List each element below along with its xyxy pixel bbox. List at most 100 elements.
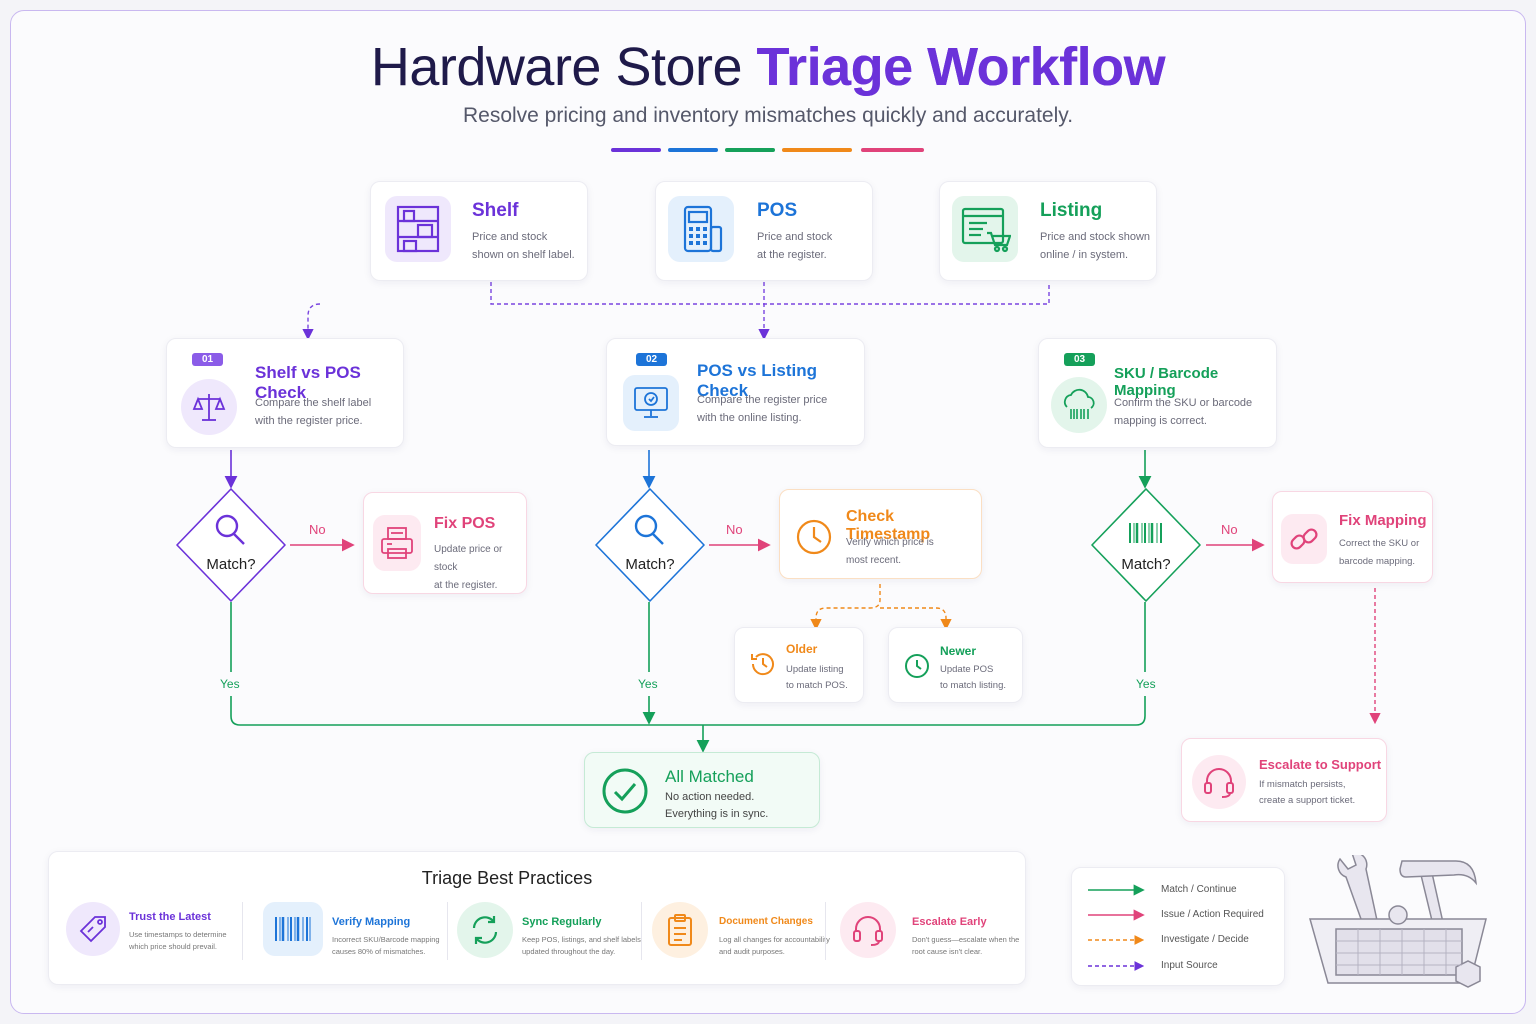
- decision-label: Match?: [625, 556, 675, 573]
- action-escalate-support[interactable]: Escalate to Support If mismatch persists…: [1181, 738, 1387, 822]
- practice-title: Trust the Latest: [129, 911, 211, 923]
- magnifier-icon: [634, 514, 664, 545]
- check-circle-icon: [602, 768, 648, 814]
- barcode-icon: [263, 902, 323, 956]
- history-icon: [747, 648, 779, 680]
- legend-panel: Match / Continue Issue / Action Required…: [1071, 867, 1285, 986]
- legend-label: Issue / Action Required: [1161, 909, 1264, 920]
- result-all-matched[interactable]: All Matched No action needed.Everything …: [584, 752, 820, 828]
- option-title: Older: [786, 642, 818, 656]
- edge-label-yes: Yes: [1136, 677, 1156, 691]
- tag-icon: [66, 902, 120, 956]
- headset-icon: [840, 902, 896, 958]
- edge-label-yes: Yes: [638, 677, 658, 691]
- practice-title: Document Changes: [719, 916, 813, 927]
- decision-match-2[interactable]: Match?: [594, 487, 706, 603]
- step-badge: 02: [636, 353, 668, 366]
- accent-bar-orange: [782, 148, 852, 152]
- decision-match-1[interactable]: Match?: [175, 487, 287, 603]
- action-title: Fix POS: [434, 515, 496, 532]
- legend-label: Investigate / Decide: [1161, 934, 1249, 945]
- edge-label-yes: Yes: [220, 677, 240, 691]
- register-printer-icon: [373, 515, 421, 571]
- divider: [447, 902, 448, 960]
- action-title: Fix Mapping: [1339, 512, 1427, 529]
- page-title: Hardware Store Triage Workflow: [370, 37, 1166, 97]
- action-desc: If mismatch persists,create a support ti…: [1259, 779, 1356, 806]
- headset-icon: [1192, 755, 1246, 809]
- scale-icon: [181, 379, 237, 435]
- source-title: Shelf: [472, 200, 519, 221]
- page-subtitle: Resolve pricing and inventory mismatches…: [462, 104, 1074, 127]
- monitor-icon: [623, 375, 679, 431]
- clock-icon: [789, 512, 839, 562]
- shelf-icon: [385, 196, 451, 262]
- practice-title: Escalate Early: [912, 916, 987, 928]
- result-desc: No action needed.Everything is in sync.: [665, 791, 769, 820]
- accent-bar-blue: [668, 148, 718, 152]
- check-card-sku-mapping[interactable]: 03 SKU / Barcode Mapping Confirm the SKU…: [1038, 338, 1277, 448]
- source-title: Listing: [1040, 200, 1103, 221]
- option-title: Newer: [940, 644, 977, 658]
- decision-match-3[interactable]: Match?: [1090, 487, 1202, 603]
- magnifier-icon: [215, 514, 245, 545]
- divider: [242, 902, 243, 960]
- edge-label-no: No: [726, 522, 743, 537]
- accent-bar-pink: [861, 148, 924, 152]
- legend-label: Match / Continue: [1161, 884, 1237, 895]
- pos-terminal-icon: [668, 196, 734, 262]
- action-title: Check Timestamp: [846, 508, 931, 543]
- divider: [641, 902, 642, 960]
- best-practices-title: Triage Best Practices: [421, 868, 593, 888]
- check-title: Shelf vs POS Check: [255, 363, 361, 402]
- online-listing-icon: [952, 196, 1018, 262]
- edge-label-no: No: [309, 522, 326, 537]
- legend-swatches: [1088, 884, 1145, 971]
- best-practices-panel: Triage Best Practices Trust the Latest U…: [48, 851, 1026, 985]
- link-icon: [1281, 514, 1327, 564]
- check-card-pos-vs-listing[interactable]: 02 POS vs Listing Check Compare the regi…: [606, 338, 865, 446]
- accent-bar-purple: [611, 148, 661, 152]
- practice-title: Sync Regularly: [522, 916, 602, 928]
- barcode-cloud-icon: [1051, 377, 1107, 433]
- sync-icon: [457, 902, 513, 958]
- check-title: SKU / Barcode Mapping: [1114, 365, 1219, 399]
- legend-label: Input Source: [1161, 960, 1218, 971]
- divider: [825, 902, 826, 960]
- source-title: POS: [757, 200, 798, 221]
- clipboard-icon: [652, 902, 708, 958]
- step-badge: 03: [1064, 353, 1096, 366]
- decision-label: Match?: [1121, 556, 1171, 573]
- accent-bar-green: [725, 148, 775, 152]
- barcode-icon: [1129, 523, 1162, 543]
- clock-icon: [901, 650, 933, 682]
- check-title: POS vs Listing Check: [697, 361, 817, 400]
- decision-label: Match?: [206, 556, 256, 573]
- check-card-shelf-vs-pos[interactable]: 01 Shelf vs POS Check Compare the shelf …: [166, 338, 404, 448]
- step-badge: 01: [192, 353, 224, 366]
